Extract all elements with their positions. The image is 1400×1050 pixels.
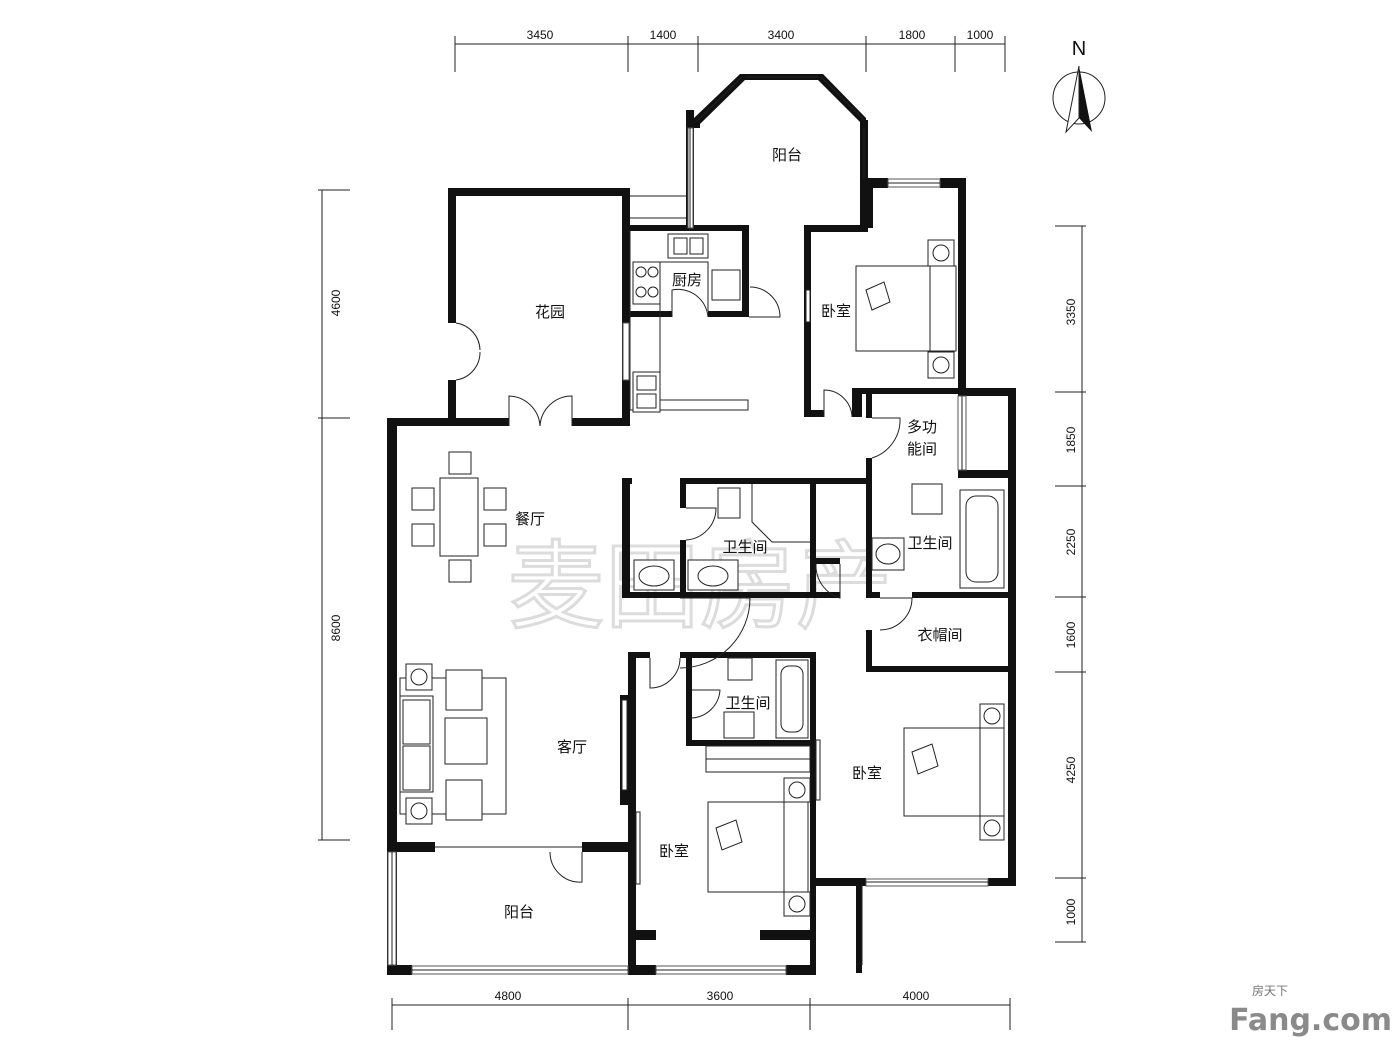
dim-top-5: 1000 (967, 28, 994, 42)
dim-right-5: 4250 (1064, 756, 1078, 783)
room-label-dining: 餐厅 (515, 510, 545, 528)
room-label-kitchen: 厨房 (672, 271, 702, 289)
room-label-bedroom-east: 卧室 (852, 764, 882, 782)
dim-top-4: 1800 (899, 28, 926, 42)
room-label-balcony-north: 阳台 (772, 146, 802, 164)
north-arrow (1052, 65, 1106, 134)
dim-right-2: 1850 (1064, 426, 1078, 453)
room-label-bath-small: 卫生间 (725, 694, 770, 712)
dim-right-1: 3350 (1064, 298, 1078, 325)
dim-left-1: 4600 (329, 289, 343, 316)
dim-top-1: 3450 (527, 28, 554, 42)
dim-bottom-1: 4800 (495, 989, 522, 1003)
dim-top-2: 1400 (650, 28, 677, 42)
dim-right-4: 1600 (1064, 621, 1078, 648)
room-label-bath-right: 卫生间 (907, 534, 952, 552)
brand-top-text: 房天下 (1252, 983, 1288, 998)
dim-bottom-3: 4000 (903, 989, 930, 1003)
dim-bottom-2: 3600 (707, 989, 734, 1003)
furniture (399, 231, 1005, 917)
dim-right-6: 1000 (1064, 898, 1078, 925)
room-label-bath-center: 卫生间 (722, 538, 767, 556)
brand-logo-text: Fang.com (1229, 1003, 1392, 1038)
room-label-multi-line2: 能间 (907, 440, 937, 458)
dim-top-3: 3400 (768, 28, 795, 42)
room-label-garden: 花园 (535, 303, 565, 321)
dimension-lines (318, 36, 1086, 1030)
room-label-balcony-south: 阳台 (504, 903, 534, 921)
windows (387, 76, 989, 975)
walls (387, 74, 1016, 975)
room-label-multi-line1: 多功 (907, 418, 937, 436)
doors (455, 286, 913, 883)
room-label-bedroom-center: 卧室 (659, 842, 689, 860)
dim-left-2: 8600 (329, 614, 343, 641)
dim-right-3: 2250 (1064, 528, 1078, 555)
room-label-bedroom-north: 卧室 (821, 302, 851, 320)
room-label-cloakroom: 衣帽间 (917, 626, 962, 644)
north-label: N (1072, 38, 1086, 60)
room-label-living: 客厅 (557, 738, 587, 756)
